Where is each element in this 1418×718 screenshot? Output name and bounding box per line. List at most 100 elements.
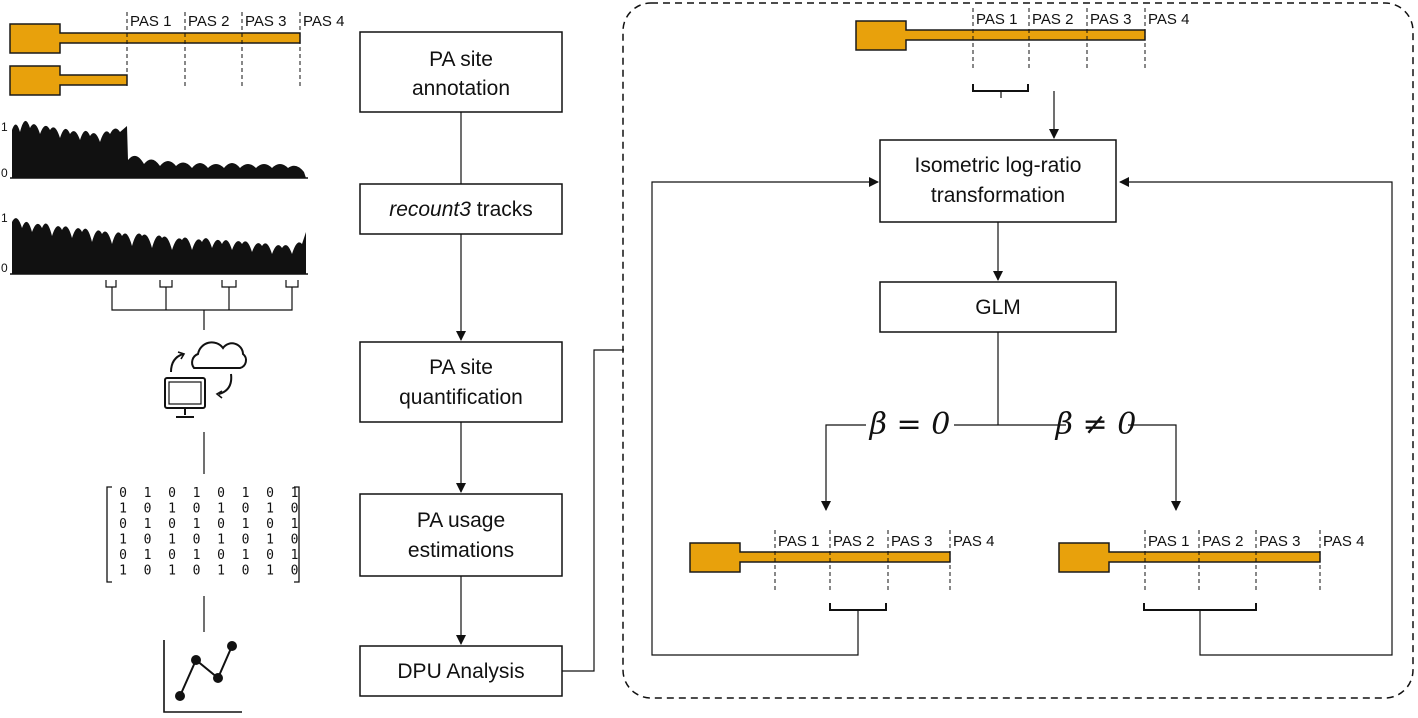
matrix-cell: 0 xyxy=(144,533,152,548)
pas-label: PAS 1 xyxy=(976,11,1017,28)
box-label: recount3 tracks xyxy=(389,198,533,221)
matrix-cell: 1 xyxy=(242,548,250,563)
coverage-track-2: 1 0 xyxy=(1,211,308,275)
pas-label: PAS 3 xyxy=(1259,533,1300,550)
matrix-cell: 0 xyxy=(168,517,176,532)
ilr-transformation-box[interactable] xyxy=(879,139,1117,223)
matrix-cell: 0 xyxy=(193,564,201,579)
pas-label: PAS 2 xyxy=(188,13,229,30)
zoom-connector xyxy=(562,349,624,672)
pas-label: PAS 3 xyxy=(891,533,932,550)
matrix-cell: 0 xyxy=(266,517,274,532)
feedback-arrow-right xyxy=(1119,177,1393,656)
matrix-cell: 0 xyxy=(242,533,250,548)
box-label: annotation xyxy=(412,77,510,100)
matrix-cell: 1 xyxy=(193,548,201,563)
matrix-cell: 0 xyxy=(291,502,299,517)
matrix-cell: 0 xyxy=(168,486,176,501)
quantification-windows xyxy=(105,280,299,330)
pa-site-annotation-box[interactable] xyxy=(359,31,563,113)
matrix-cell: 0 xyxy=(291,564,299,579)
matrix-cell: 1 xyxy=(119,502,127,517)
axis-bottom-label: 0 xyxy=(1,261,8,275)
matrix-cell: 0 xyxy=(266,486,274,501)
matrix-cell: 1 xyxy=(217,564,225,579)
pas-label: PAS 2 xyxy=(1032,11,1073,28)
matrix-cell: 0 xyxy=(144,502,152,517)
glm-box[interactable] xyxy=(879,281,1117,333)
pas-label: PAS 4 xyxy=(953,533,994,550)
matrix-cell: 0 xyxy=(193,533,201,548)
matrix-cell: 0 xyxy=(217,486,225,501)
matrix-cell: 1 xyxy=(168,533,176,548)
box-label: transformation xyxy=(931,184,1065,207)
coverage-peaks-1 xyxy=(12,120,306,178)
pas-label: PAS 1 xyxy=(778,533,819,550)
matrix-cell: 1 xyxy=(291,517,299,532)
plot-point xyxy=(175,691,185,701)
matrix-cell: 0 xyxy=(242,564,250,579)
pas-bracket-top xyxy=(972,84,1029,92)
matrix-cell: 1 xyxy=(168,502,176,517)
pa-site-quantification-box[interactable] xyxy=(359,341,563,423)
matrix-cell: 0 xyxy=(291,533,299,548)
matrix-cell: 0 xyxy=(144,564,152,579)
box-label: quantification xyxy=(399,386,523,409)
pas-label: PAS 2 xyxy=(833,533,874,550)
plot-point xyxy=(227,641,237,651)
plot-axes xyxy=(163,640,242,713)
matrix-cell: 1 xyxy=(217,502,225,517)
pas-bracket-beta-nonzero xyxy=(1143,603,1257,611)
matrix-cell: 0 xyxy=(119,548,127,563)
pas-label: PAS 3 xyxy=(245,13,286,30)
matrix-cell: 1 xyxy=(193,486,201,501)
pas-label: PAS 1 xyxy=(130,13,171,30)
detail-panel-content: PAS 1 PAS 2 PAS 3 PAS 4 Isometric log-ratio… xyxy=(651,8,1393,656)
pas-label: PAS 2 xyxy=(1202,533,1243,550)
pas-label: PAS 4 xyxy=(1323,533,1364,550)
branch-arrow-right xyxy=(1128,424,1181,511)
axis-bottom-label: 0 xyxy=(1,166,8,180)
dpu-detail-panel xyxy=(622,2,1414,699)
axis-top-label: 1 xyxy=(1,120,8,134)
box-label: GLM xyxy=(975,296,1021,319)
plot-point xyxy=(213,673,223,683)
matrix-cell: 1 xyxy=(119,564,127,579)
matrix-cell: 0 xyxy=(217,517,225,532)
coverage-track-1: 1 0 xyxy=(1,120,308,180)
axis-top-label: 1 xyxy=(1,211,8,225)
coverage-peaks-2 xyxy=(12,218,306,274)
matrix-cell: 1 xyxy=(119,533,127,548)
matrix-bracket-right xyxy=(294,486,300,583)
tracks-word: tracks xyxy=(471,198,533,221)
pas-bracket-beta-zero xyxy=(829,603,887,611)
branch-arrow-left xyxy=(821,424,866,511)
matrix-cell: 1 xyxy=(291,548,299,563)
box-label: PA usage xyxy=(417,509,505,532)
plot-line xyxy=(179,645,233,697)
matrix-cell: 1 xyxy=(168,564,176,579)
pas-label: PAS 4 xyxy=(303,13,344,30)
matrix-cell: 1 xyxy=(266,502,274,517)
pipeline: PA site annotation recount3 tracks PA si… xyxy=(359,31,624,697)
matrix-cell: 1 xyxy=(242,486,250,501)
matrix-cell: 0 xyxy=(119,517,127,532)
matrix-cell: 1 xyxy=(144,486,152,501)
box-label: estimations xyxy=(408,539,514,562)
beta-nonzero-label: β ≠ 0 xyxy=(1055,407,1137,442)
matrix-cell: 0 xyxy=(217,548,225,563)
plot-point xyxy=(191,655,201,665)
box-label: Isometric log-ratio xyxy=(915,154,1082,177)
matrix-cell: 1 xyxy=(266,564,274,579)
left-panel: PAS 1 PAS 2 PAS 3 PAS 4 1 0 1 0 xyxy=(1,12,344,713)
pa-usage-estimations-box[interactable] xyxy=(359,493,563,577)
computer-cloud-icon xyxy=(164,341,247,418)
pas-markers-beta-zero: PAS 1 PAS 2 PAS 3 PAS 4 xyxy=(774,530,994,592)
results-plot xyxy=(163,640,242,713)
matrix-cell: 1 xyxy=(193,517,201,532)
gene-model-truncated xyxy=(9,65,128,96)
